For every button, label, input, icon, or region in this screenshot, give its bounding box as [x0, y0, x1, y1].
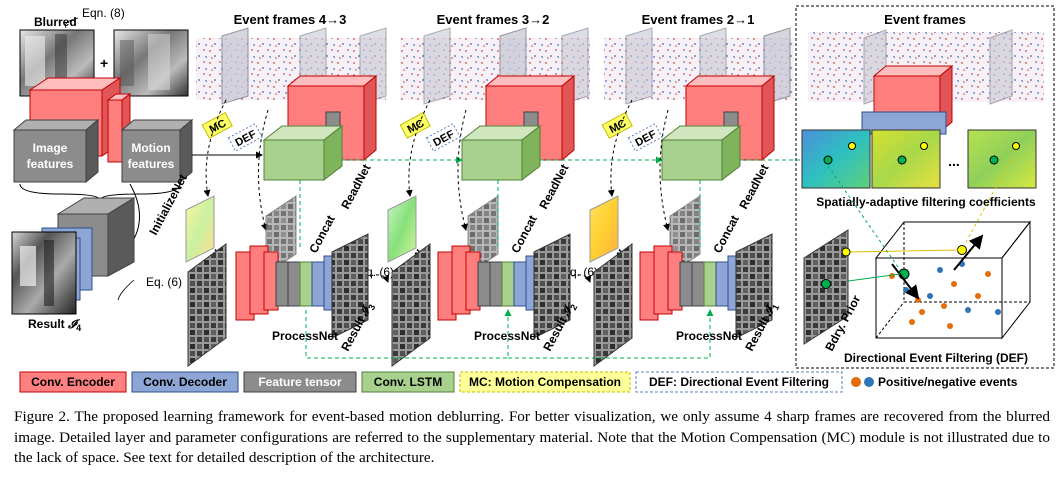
- legend-swatch-decoder: [131, 371, 239, 393]
- eqn8-label: Eqn. (8): [82, 6, 125, 20]
- mc-tag-2: MC: [399, 112, 431, 139]
- motion-features-label-1: Motion: [131, 141, 170, 155]
- legend-swatch-feature: [243, 371, 357, 393]
- event-frames-21-title: Event frames 2→1: [642, 12, 755, 27]
- def-tag-3: DEF: [627, 123, 663, 152]
- readnet-label-1: ReadNet: [338, 162, 373, 212]
- eq6-connector-1: [117, 279, 135, 301]
- legend-label-encoder: Conv. Encoder: [31, 375, 115, 389]
- image-features-block: Image features: [12, 118, 100, 184]
- framework-figure: Blurred Eqn. (8) + Image features Motion…: [11, 5, 1055, 393]
- flow-image-3: [589, 195, 619, 263]
- readnet-block-3: [660, 74, 776, 182]
- plus-sign: +: [100, 55, 108, 71]
- legend-label-lstm: Conv. LSTM: [374, 375, 442, 389]
- processnet-block-1: [187, 195, 369, 367]
- readnet-block-2: [460, 74, 576, 182]
- process-lstm-recurrence-1: [305, 309, 512, 359]
- flow-image-1: [185, 195, 215, 263]
- processnet-label-3: ProcessNet: [676, 329, 742, 343]
- legend-positive-event-dot: [851, 377, 861, 387]
- image-features-label-1: Image: [33, 141, 68, 155]
- readnet-block-1: [262, 74, 378, 182]
- coefficient-maps: [801, 129, 1037, 189]
- spatial-coeff-label: Spatially-adaptive filtering coefficient…: [816, 195, 1036, 209]
- eq6-label-1: Eq. (6): [146, 275, 182, 289]
- legend-label-decoder: Conv. Decoder: [143, 375, 227, 389]
- result-to-next-arrow-1: [369, 274, 390, 283]
- legend-swatch-lstm: [361, 371, 455, 393]
- legend: Conv. Encoder Conv. Decoder Feature tens…: [19, 371, 1018, 393]
- event-frames-32-title: Event frames 3→2: [437, 12, 550, 27]
- mc-tag-3: MC: [601, 112, 633, 139]
- legend-label-feature: Feature tensor: [258, 375, 342, 389]
- legend-label-def: DEF: Directional Event Filtering: [649, 375, 829, 389]
- legend-swatch-mc: [459, 371, 631, 393]
- def-direction-arrow-2: [953, 234, 984, 271]
- event-frames-43-title: Event frames 4→3: [234, 12, 347, 27]
- def-direction-arrow-1: [891, 263, 920, 300]
- motion-features-label-2: features: [128, 157, 175, 171]
- eqn8-connector: [64, 17, 79, 29]
- readnet-label-2: ReadNet: [536, 162, 571, 212]
- bdry-prior-image: [803, 229, 851, 345]
- def-3d-box: [874, 220, 1032, 340]
- concat-label-p1: Concat: [306, 213, 337, 255]
- event-to-process-arrow-1: [258, 109, 269, 231]
- readnet-label-3: ReadNet: [736, 162, 771, 212]
- image-features-label-2: features: [27, 157, 74, 171]
- def-tag-1: DEF: [227, 123, 263, 152]
- concat-label-p3: Concat: [710, 213, 741, 255]
- motion-features-block: Motion features: [120, 118, 194, 184]
- processnet-label-1: ProcessNet: [272, 329, 338, 343]
- legend-swatch-def: [635, 371, 843, 393]
- result-4-stack: [11, 197, 136, 315]
- processnet-block-2: [391, 195, 571, 367]
- legend-swatch-encoder: [19, 371, 127, 393]
- mc-tag-1: MC: [201, 112, 233, 139]
- def-panel-title: Event frames: [884, 12, 966, 27]
- event-to-process-arrow-2: [457, 109, 468, 231]
- def-title-label: Directional Event Filtering (DEF): [844, 351, 1028, 365]
- flow-image-2: [387, 195, 417, 263]
- legend-negative-event-dot: [864, 377, 874, 387]
- def-encoder-block: [861, 64, 954, 135]
- process-lstm-recurrence-2: [508, 309, 714, 359]
- processnet-block-3: [593, 195, 773, 367]
- yellow-link: [845, 249, 959, 253]
- def-tag-2: DEF: [425, 123, 461, 152]
- result-to-next-arrow-2: [571, 274, 592, 283]
- concat-label-p2: Concat: [508, 213, 539, 255]
- ellipsis: ...: [948, 153, 960, 169]
- coef-to-box-yellow: [963, 149, 1017, 247]
- concat-bracket: [19, 183, 181, 201]
- legend-label-events: Positive/negative events: [878, 375, 1018, 389]
- result-4-label: Result 𝓘4: [28, 317, 81, 333]
- legend-label-mc: MC: Motion Compensation: [469, 375, 621, 389]
- figure-caption: Figure 2. The proposed learning framewor…: [14, 408, 1050, 466]
- event-to-process-arrow-3: [659, 109, 670, 231]
- processnet-label-2: ProcessNet: [474, 329, 540, 343]
- blurred-label: Blurred: [34, 15, 77, 29]
